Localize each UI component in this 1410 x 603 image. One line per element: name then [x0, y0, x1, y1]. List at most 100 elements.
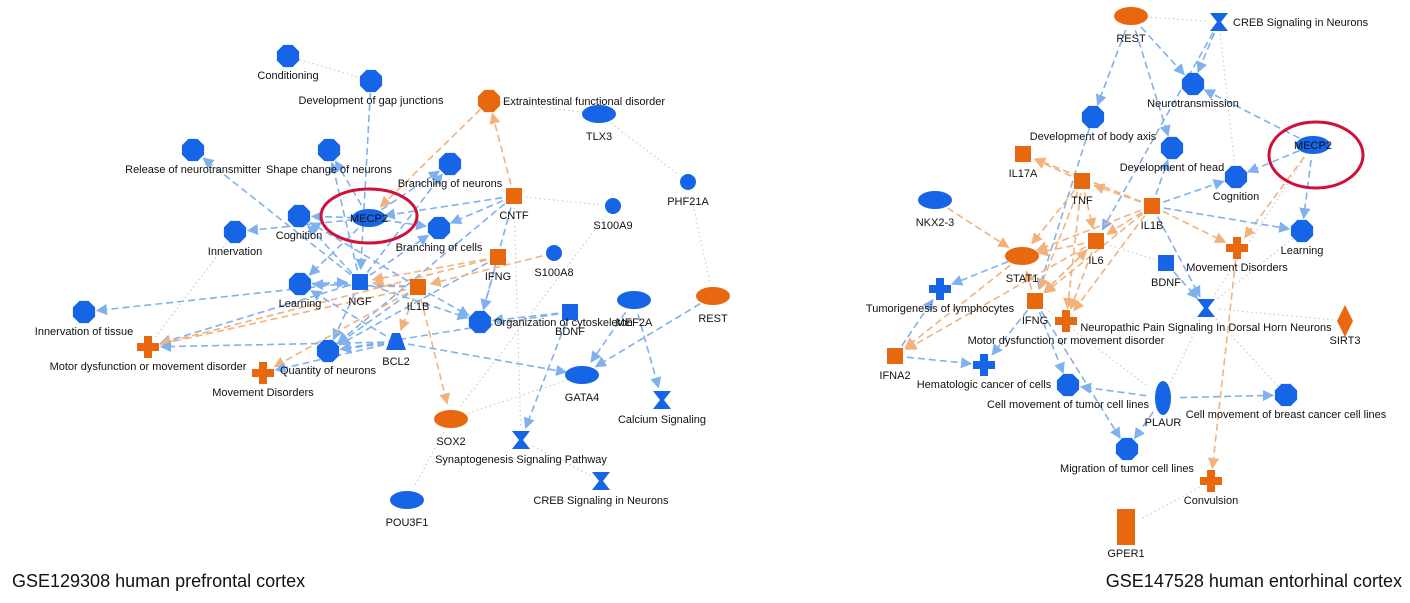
edge-creb-synapto	[532, 445, 591, 476]
node-innervT[interactable]: Innervation of tissue	[35, 300, 133, 338]
edge-rest-creb	[1145, 16, 1207, 22]
node-synapto[interactable]: Synaptogenesis Signaling Pathway	[435, 431, 607, 466]
node-branchN[interactable]: Branching of neurons	[398, 152, 503, 190]
node-sox2[interactable]: SOX2	[434, 410, 468, 448]
node-gata4[interactable]: GATA4	[565, 366, 599, 404]
node-cntf[interactable]: CNTF	[499, 188, 529, 222]
node-conditioning[interactable]: Conditioning	[257, 44, 319, 82]
edge-cntf-mecp2	[383, 197, 503, 220]
node-label-calcium: Calcium Signaling	[618, 414, 706, 426]
node-bcl2[interactable]: BCL2	[382, 333, 410, 368]
node-motor[interactable]: Motor dysfunction or movement disorder	[50, 336, 247, 373]
node-mecp2[interactable]: MECP2	[350, 209, 388, 227]
node-il17a[interactable]: IL17A	[1009, 146, 1038, 180]
node-stat1[interactable]: STAT1	[1005, 247, 1039, 285]
node-motor[interactable]: Motor dysfunction or movement disorder	[968, 310, 1165, 347]
node-branchC[interactable]: Branching of cells	[396, 216, 483, 254]
node-label-quantity: Quantity of neurons	[280, 365, 377, 377]
node-s100a9[interactable]: S100A9	[593, 198, 633, 232]
edge-mecp2-branchN	[381, 170, 441, 211]
node-creb[interactable]: CREB Signaling in Neurons	[533, 472, 669, 507]
edge-rest-bodyaxis	[1095, 29, 1127, 106]
edge-il1b-stat1	[1035, 209, 1142, 252]
node-label-s100a8: S100A8	[534, 267, 573, 279]
edge-ngf-branchC	[369, 234, 430, 276]
node-ifng[interactable]: IFNG	[485, 249, 511, 283]
node-label-cntf: CNTF	[499, 210, 529, 222]
node-cellmov[interactable]: Cell movement of tumor cell lines	[987, 373, 1150, 411]
node-neurotrans[interactable]: Neurotransmission	[1147, 72, 1239, 110]
node-mecp2[interactable]: MECP2	[1294, 136, 1332, 154]
node-bdnf[interactable]: BDNF	[1151, 255, 1181, 289]
edge-il1b-ifng	[1044, 212, 1144, 294]
node-migration[interactable]: Migration of tumor cell lines	[1060, 437, 1194, 475]
node-ifng[interactable]: IFNG	[1022, 293, 1048, 327]
node-label-breast: Cell movement of breast cancer cell line…	[1186, 409, 1387, 421]
node-label-il6: IL6	[1088, 255, 1103, 267]
node-tnf[interactable]: TNF	[1071, 173, 1093, 207]
node-label-branchN: Branching of neurons	[398, 178, 503, 190]
node-s100a8[interactable]: S100A8	[534, 245, 574, 279]
edge-ifng-stat1	[1023, 270, 1035, 290]
edge-il1b-motor	[159, 288, 407, 348]
node-label-sox2: SOX2	[436, 436, 465, 448]
node-cognition[interactable]: Cognition	[276, 204, 322, 242]
node-extra[interactable]: Extraintestinal functional disorder	[477, 89, 665, 113]
node-quantity[interactable]: Quantity of neurons	[280, 339, 377, 377]
node-calcium[interactable]: Calcium Signaling	[618, 391, 706, 426]
node-orgcyto[interactable]: Organization of cytoskeleton	[468, 310, 633, 334]
edge-mecp2-cognition	[310, 211, 355, 223]
node-convulsion[interactable]: Convulsion	[1184, 470, 1238, 507]
node-label-innervT: Innervation of tissue	[35, 326, 133, 338]
node-label-ifna2: IFNA2	[879, 370, 910, 382]
node-il6[interactable]: IL6	[1088, 233, 1104, 267]
edge-motor-innervation	[154, 242, 228, 338]
node-creb[interactable]: CREB Signaling in Neurons	[1210, 13, 1369, 31]
node-release[interactable]: Release of neurotransmitter	[125, 138, 261, 176]
node-label-ifng: IFNG	[485, 271, 511, 283]
node-hemat[interactable]: Hematologic cancer of cells	[917, 354, 1052, 391]
node-phf21a[interactable]: PHF21A	[667, 174, 709, 208]
edge-bdnf-il6	[1108, 244, 1155, 260]
node-learning[interactable]: Learning	[1281, 219, 1324, 257]
node-tlx3[interactable]: TLX3	[582, 105, 616, 143]
node-breast[interactable]: Cell movement of breast cancer cell line…	[1186, 383, 1387, 421]
node-head[interactable]: Development of head	[1120, 136, 1225, 174]
node-cognition[interactable]: Cognition	[1213, 165, 1259, 203]
right-panel-title: GSE147528 human entorhinal cortex	[1105, 571, 1402, 591]
node-bodyaxis[interactable]: Development of body axis	[1030, 105, 1157, 143]
node-tumorlym[interactable]: Tumorigenesis of lymphocytes	[866, 278, 1015, 315]
node-plaur[interactable]: PLAUR	[1145, 381, 1182, 429]
node-shape[interactable]: Shape change of neurons	[266, 138, 392, 176]
node-pou3f1[interactable]: POU3F1	[386, 491, 429, 529]
node-sirt3[interactable]: SIRT3	[1330, 305, 1361, 347]
edge-il1b-tnf	[1093, 183, 1141, 203]
node-il1b[interactable]: IL1B	[407, 279, 430, 313]
node-gapj[interactable]: Development of gap junctions	[299, 69, 444, 107]
edge-il6-ifng	[1043, 248, 1088, 293]
edge-bodyaxis-ifng	[1036, 128, 1091, 290]
edge-tnf-il17a	[1033, 158, 1072, 177]
node-neuropathic[interactable]: Neuropathic Pain Signaling In Dorsal Hor…	[1080, 299, 1332, 334]
node-il1b[interactable]: IL1B	[1141, 198, 1164, 232]
edge-mecp2-learning	[1299, 159, 1312, 220]
edge-il1b-neuropathic	[1156, 216, 1201, 298]
node-rest[interactable]: REST	[696, 287, 730, 325]
node-nkx23[interactable]: NKX2-3	[916, 191, 955, 229]
left-edges	[95, 58, 711, 487]
edge-mef2a-calcium	[637, 314, 662, 389]
node-movdis[interactable]: Movement Disorders	[212, 362, 314, 399]
node-label-tnf: TNF	[1071, 195, 1093, 207]
node-movdis[interactable]: Movement Disorders	[1186, 237, 1288, 274]
node-gper1[interactable]: GPER1	[1107, 509, 1145, 560]
node-bdnf[interactable]: BDNF	[555, 304, 585, 338]
node-innervation[interactable]: Innervation	[208, 220, 262, 258]
edge-il1b-motor	[1073, 215, 1146, 312]
node-mef2a[interactable]: MEF2A	[616, 291, 653, 329]
node-learning[interactable]: Learning	[279, 272, 322, 310]
node-rest[interactable]: REST	[1114, 7, 1148, 45]
node-ifna2[interactable]: IFNA2	[879, 348, 911, 382]
edge-tnf-ifng	[1038, 191, 1079, 290]
node-ngf[interactable]: NGF	[348, 274, 372, 308]
node-label-il17a: IL17A	[1009, 168, 1038, 180]
